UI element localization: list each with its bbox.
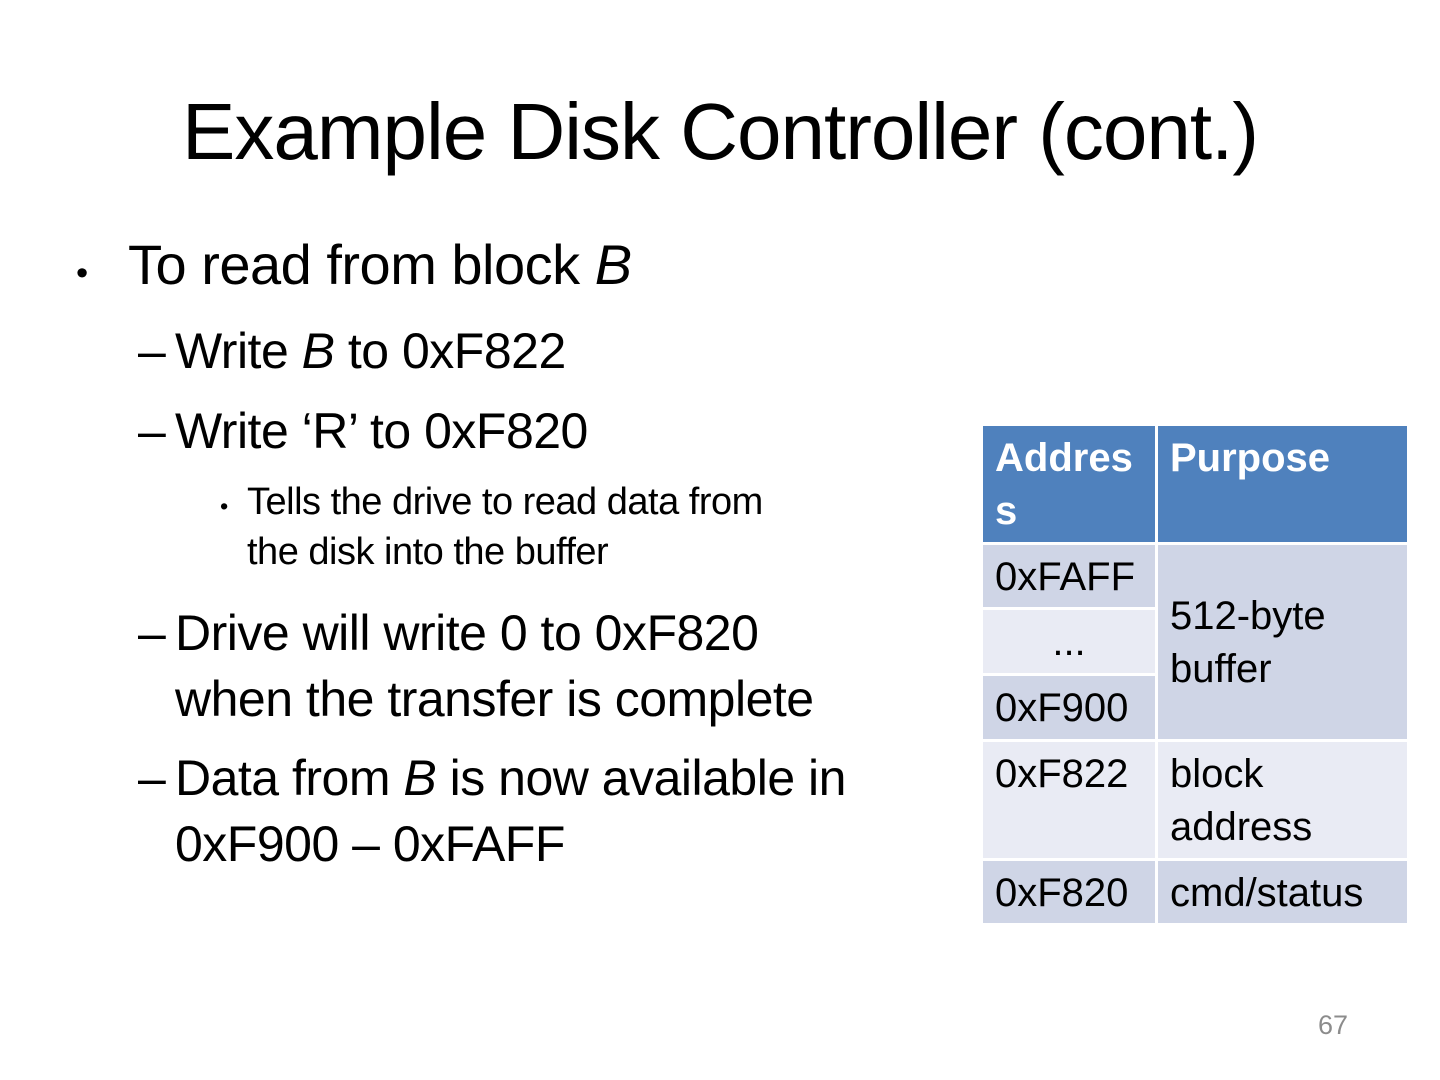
bullet-icon: • — [220, 493, 228, 519]
list-item-text: Write B to 0xF822 — [175, 323, 566, 379]
list-item-text: Data from B is now available in 0xF900 –… — [175, 750, 846, 872]
dash-icon: – — [138, 323, 166, 379]
page-title: Example Disk Controller (cont.) — [182, 87, 1259, 176]
list-item-text: Tells the drive to read data from the di… — [247, 481, 763, 574]
list-item: – Drive will write 0 to 0xF820 when the … — [0, 600, 1128, 732]
table-header-purpose: Purpose — [1158, 426, 1407, 542]
list-item: – Write B to 0xF822 — [0, 318, 1128, 384]
table-cell-address: ... — [983, 610, 1155, 674]
registers-table: Address Purpose 0xFAFF 512-byte buffer .… — [980, 423, 1410, 926]
list-item: • Tells the drive to read data from the … — [0, 477, 1210, 577]
list-item-text: To read from block B — [128, 233, 632, 296]
table-cell-address: 0xF822 — [983, 741, 1155, 858]
table-cell-address: 0xF820 — [983, 860, 1155, 924]
dash-icon: – — [138, 750, 166, 806]
page-number: 67 — [1318, 1010, 1349, 1040]
table-cell-purpose-buffer: 512-byte buffer — [1158, 544, 1407, 739]
list-item-text: Drive will write 0 to 0xF820 when the tr… — [175, 605, 814, 727]
table-cell-address: 0xF900 — [983, 676, 1155, 739]
list-item: – Write ‘R’ to 0xF820 — [0, 398, 1128, 464]
table-cell-purpose: cmd/status — [1158, 860, 1407, 924]
bullet-icon: • — [76, 254, 88, 292]
list-item-text: Write ‘R’ to 0xF820 — [175, 403, 588, 459]
list-item: • To read from block B — [0, 228, 1066, 302]
table-cell-purpose: block address — [1158, 741, 1407, 858]
list-item: – Data from B is now available in 0xF900… — [0, 745, 1128, 877]
dash-icon: – — [138, 403, 166, 459]
dash-icon: – — [138, 605, 166, 661]
table-header-address: Address — [983, 426, 1155, 542]
table-cell-address: 0xFAFF — [983, 544, 1155, 608]
